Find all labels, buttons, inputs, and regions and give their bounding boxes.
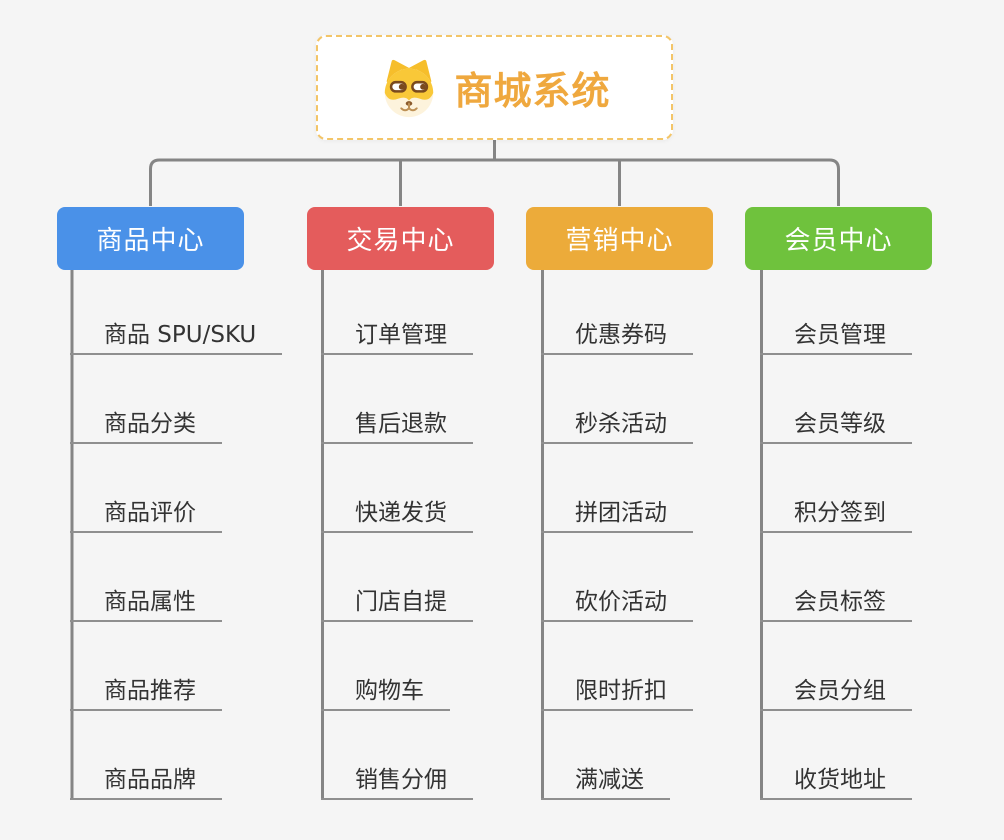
leaf-node[interactable]: 满减送 (541, 764, 670, 800)
branch-label: 商品中心 (96, 226, 205, 256)
leaf-node[interactable]: 收货地址 (760, 764, 912, 800)
leaf-node[interactable]: 售后退款 (321, 408, 473, 444)
leaf-node[interactable]: 积分签到 (760, 497, 912, 533)
leaf-node[interactable]: 订单管理 (321, 319, 473, 355)
leaf-node[interactable]: 会员等级 (760, 408, 912, 444)
branch-node-product-center[interactable]: 商品中心 (57, 207, 244, 270)
leaf-node[interactable]: 商品属性 (70, 586, 222, 622)
leaf-node[interactable]: 限时折扣 (541, 675, 693, 711)
leaf-node[interactable]: 商品分类 (70, 408, 222, 444)
leaf-node[interactable]: 拼团活动 (541, 497, 693, 533)
leaf-node[interactable]: 销售分佣 (321, 764, 473, 800)
root-to-branches-connector (149, 139, 840, 206)
branch-label: 营销中心 (565, 226, 674, 256)
leaf-node[interactable]: 门店自提 (321, 586, 473, 622)
branch-label: 交易中心 (346, 226, 455, 256)
leaf-node[interactable]: 秒杀活动 (541, 408, 693, 444)
branch-node-marketing-center[interactable]: 营销中心 (526, 207, 713, 270)
branch-label: 会员中心 (784, 226, 893, 256)
leaf-node[interactable]: 商品评价 (70, 497, 222, 533)
leaf-node[interactable]: 商品品牌 (70, 764, 222, 800)
leaf-node[interactable]: 商品 SPU/SKU (70, 319, 283, 355)
root-title: 商城系统 (454, 69, 611, 113)
branch-node-trade-center[interactable]: 交易中心 (307, 207, 494, 270)
root-node[interactable]: 商城系统 (316, 35, 673, 140)
leaf-node[interactable]: 砍价活动 (541, 586, 693, 622)
leaf-node[interactable]: 会员管理 (760, 319, 912, 355)
leaf-node[interactable]: 会员标签 (760, 586, 912, 622)
dog-face-icon (385, 59, 434, 117)
leaf-node[interactable]: 会员分组 (760, 675, 912, 711)
branch-node-member-center[interactable]: 会员中心 (745, 207, 932, 270)
leaf-node[interactable]: 商品推荐 (70, 675, 222, 711)
leaf-node[interactable]: 优惠券码 (541, 319, 693, 355)
leaf-node[interactable]: 快递发货 (321, 497, 473, 533)
leaf-node[interactable]: 购物车 (321, 675, 450, 711)
